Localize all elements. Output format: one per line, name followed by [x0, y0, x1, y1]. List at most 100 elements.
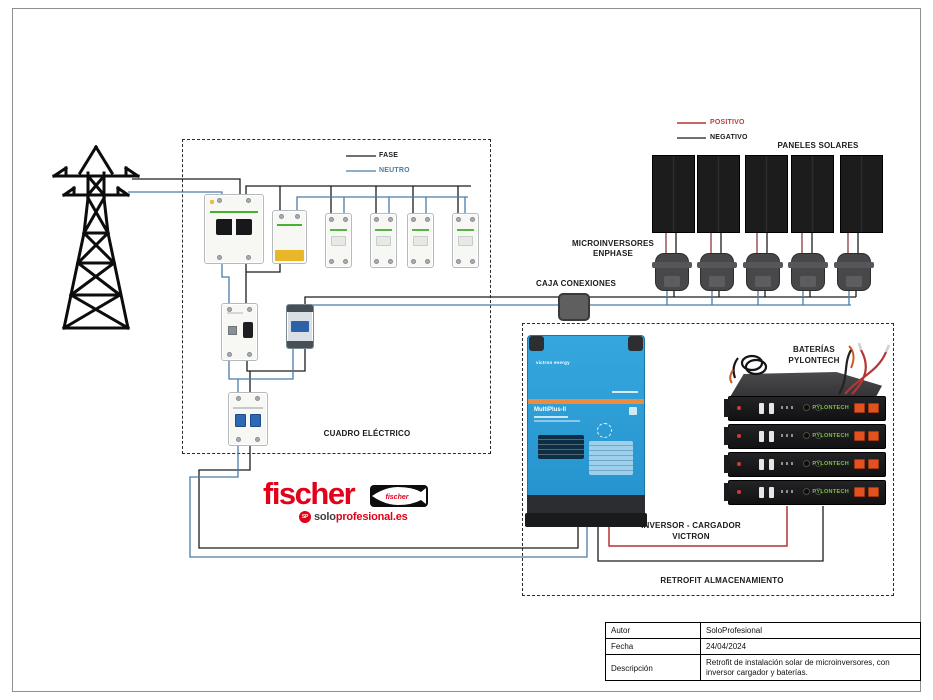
terminal-screw: [295, 214, 300, 219]
test-button: [228, 326, 237, 335]
comm-port: [803, 404, 810, 411]
orange-stripe: [528, 399, 644, 404]
baterias-label-1: BATERÍAS: [793, 345, 835, 354]
dial-diagram: [597, 423, 612, 438]
brand-stripe: [375, 229, 392, 231]
battery-switch: [769, 431, 774, 442]
rack-ear: [724, 399, 729, 417]
fish-icon: fischer: [372, 487, 426, 505]
fecha-label: Fecha: [606, 639, 701, 654]
inverter-victron: victron energy MultiPlus-II: [525, 335, 647, 527]
spec-line: [534, 420, 580, 422]
tld-text: .es: [392, 511, 408, 523]
junction-box: [558, 293, 590, 321]
caja-conexiones-label: CAJA CONEXIONES: [535, 279, 617, 288]
brand-stripe: [330, 229, 347, 231]
victron-logo: victron energy: [536, 360, 570, 365]
terminal-screw: [255, 437, 260, 442]
power-connector: [868, 459, 879, 469]
fecha-value: 24/04/2024: [706, 642, 747, 651]
info-panel: [589, 441, 633, 475]
led-row: [781, 434, 795, 437]
power-connector: [854, 487, 865, 497]
brand-stripe: [277, 224, 302, 226]
mount-bracket: [529, 336, 544, 351]
rack-ear: [724, 483, 729, 501]
breaker-small-4: [452, 213, 479, 268]
pylontech-logo: PYLONTECH: [812, 489, 849, 495]
led-row: [781, 406, 795, 409]
terminal-screw: [374, 217, 379, 222]
cuadro-electrico-label: CUADRO ELÉCTRICO: [323, 429, 411, 438]
power-connector: [868, 431, 879, 441]
terminal-screw: [388, 259, 393, 264]
terminal-screw: [470, 217, 475, 222]
warranty-icon: [629, 407, 637, 415]
sp-icon: SP: [299, 511, 311, 523]
profesional-text: profesional: [335, 511, 393, 523]
microinverter-2: [697, 253, 737, 291]
battery-unit-2: PYLONTECH: [724, 424, 886, 449]
terminal-screw: [425, 259, 430, 264]
breaker-toggle: [413, 236, 428, 246]
power-connector: [854, 403, 865, 413]
surge-indicator: [275, 250, 304, 261]
microinverter-3: [743, 253, 783, 291]
comm-port: [803, 432, 810, 439]
status-led: [737, 462, 741, 466]
terminal-screw: [246, 198, 251, 203]
pylontech-logo: PYLONTECH: [812, 461, 849, 467]
page-border: [12, 8, 921, 692]
title-block: Autor SoloProfesional Fecha 24/04/2024 D…: [605, 622, 921, 681]
terminal-screw: [247, 307, 252, 312]
terminal-screw: [247, 352, 252, 357]
breaker-toggle: [458, 236, 473, 246]
brand-stripe: [412, 229, 429, 231]
led-row: [781, 490, 795, 493]
retrofit-label: RETROFIT ALMACENAMIENTO: [660, 576, 784, 585]
fischer-logo: fischer fischer SP solo profesional .es: [263, 478, 443, 523]
legend-fase-label: FASE: [379, 152, 399, 159]
descripcion-value: Retrofit de instalación solar de microin…: [706, 658, 890, 677]
battery-switch: [759, 487, 764, 498]
led-row: [781, 462, 795, 465]
terminal-screw: [374, 259, 379, 264]
inversor-label-2: VICTRON: [672, 532, 710, 541]
terminal-screw: [470, 259, 475, 264]
solar-panel-5: [840, 155, 883, 233]
terminal-screw: [236, 437, 241, 442]
fish-badge-text: fischer: [386, 494, 410, 501]
microinverter-5: [834, 253, 874, 291]
legend-negativo-label: NEGATIVO: [710, 134, 748, 141]
breaker-small-2: [370, 213, 397, 268]
status-led: [737, 406, 741, 410]
legend-positivo-label: POSITIVO: [710, 119, 745, 126]
battery-switch: [759, 459, 764, 470]
comm-port: [803, 488, 810, 495]
terminal-screw: [236, 396, 241, 401]
battery-unit-3: PYLONTECH: [724, 452, 886, 477]
terminal-screw: [456, 259, 461, 264]
terminal-cap: [287, 305, 313, 312]
terminal-screw: [217, 198, 222, 203]
microinversores-label-2: ENPHASE: [592, 249, 634, 258]
solar-panel-4: [791, 155, 834, 233]
rating-dot: [210, 200, 214, 204]
label-line: [233, 407, 263, 409]
status-led: [737, 490, 741, 494]
breaker-toggle: [216, 219, 252, 235]
breaker-rcd: [221, 303, 258, 361]
mount-bracket: [628, 336, 643, 351]
power-connector: [868, 487, 879, 497]
title-block-row-autor: Autor SoloProfesional: [606, 623, 920, 638]
paneles-solares-label: PANELES SOLARES: [777, 141, 859, 150]
brand-stripe: [457, 229, 474, 231]
breaker-toggle: [235, 414, 246, 427]
terminal-screw: [425, 217, 430, 222]
pylontech-logo: PYLONTECH: [812, 405, 849, 411]
breaker-pv-line: [286, 304, 314, 349]
title-block-row-descripcion: Descripción Retrofit de instalación sola…: [606, 654, 920, 680]
battery-switch: [759, 403, 764, 414]
serial-line: [612, 391, 638, 393]
autor-value: SoloProfesional: [706, 626, 763, 635]
